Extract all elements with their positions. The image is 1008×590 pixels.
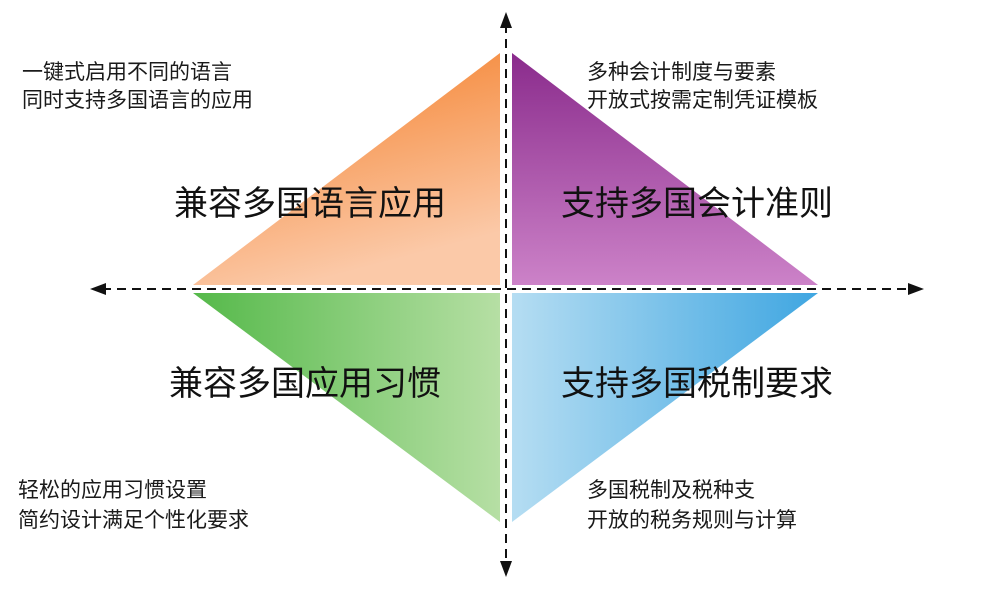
axis-arrow-right-icon (908, 283, 924, 295)
note-bottom-right-line-1: 多国税制及税种支 (587, 478, 755, 502)
note-top-right-line-1: 多种会计制度与要素 (587, 60, 776, 84)
axis-arrow-up-icon (500, 12, 512, 28)
axis-arrow-left-icon (90, 283, 106, 295)
note-bottom-left-line-1: 轻松的应用习惯设置 (18, 478, 207, 502)
title-bottom-right: 支持多国税制要求 (561, 364, 833, 404)
note-bottom-left-line-2: 简约设计满足个性化要求 (18, 508, 249, 532)
triangle-top-left (193, 53, 500, 285)
axis-arrow-down-icon (500, 561, 512, 577)
triangle-bottom-left (193, 293, 500, 522)
note-top-left-line-2: 同时支持多国语言的应用 (22, 88, 253, 112)
title-bottom-left: 兼容多国应用习惯 (169, 364, 441, 404)
title-top-right: 支持多国会计准则 (561, 184, 833, 224)
title-top-left: 兼容多国语言应用 (174, 184, 446, 224)
note-top-right-line-2: 开放式按需定制凭证模板 (587, 88, 818, 112)
triangle-top-right (512, 53, 818, 285)
note-top-left-line-1: 一键式启用不同的语言 (22, 60, 232, 84)
triangle-bottom-right (512, 293, 818, 522)
note-bottom-right-line-2: 开放的税务规则与计算 (587, 508, 797, 532)
